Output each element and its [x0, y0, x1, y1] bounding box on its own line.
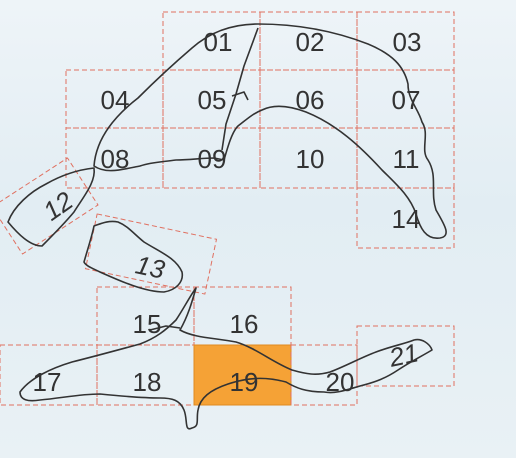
tile-label-01: 01: [204, 27, 233, 57]
tile-18[interactable]: [96, 344, 195, 406]
tile-label-20: 20: [326, 367, 355, 397]
tile-label-09: 09: [198, 144, 227, 174]
tile-label-16: 16: [230, 309, 259, 339]
tile-10[interactable]: [259, 127, 358, 189]
tile-19-selected[interactable]: [193, 344, 292, 406]
tile-label-14: 14: [392, 204, 421, 234]
tile-label-18: 18: [133, 367, 162, 397]
tile-label-06: 06: [296, 85, 325, 115]
coastlines: [7, 23, 447, 430]
tile-label-05: 05: [198, 85, 227, 115]
tile-label-17: 17: [33, 367, 62, 397]
coastline-channel-15: [149, 325, 181, 331]
tile-11[interactable]: [356, 127, 455, 189]
tile-14[interactable]: [356, 187, 455, 249]
tile-label-21: 21: [386, 337, 422, 373]
coastline-main-island: [93, 23, 447, 239]
tile-label-10: 10: [296, 144, 325, 174]
tile-13[interactable]: [84, 213, 218, 295]
tile-label-04: 04: [101, 85, 130, 115]
tile-21[interactable]: [356, 325, 455, 387]
tile-label-13: 13: [133, 249, 168, 284]
tile-label-02: 02: [296, 27, 325, 57]
tile-17[interactable]: [0, 344, 98, 406]
tile-12[interactable]: [0, 157, 99, 255]
coastline-island-13: [83, 220, 184, 293]
tile-label-11: 11: [393, 144, 420, 174]
tile-labels: 01 02 03 04 05 06 07 08 09 10 11 12 13 1…: [33, 27, 422, 397]
tile-label-15: 15: [133, 309, 162, 339]
coastline-south-island: [19, 287, 433, 430]
coastline-island-12: [7, 167, 95, 247]
tile-label-03: 03: [393, 27, 422, 57]
tile-08[interactable]: [65, 127, 164, 189]
coastline-spur-05: [231, 91, 249, 101]
tile-label-19: 19: [230, 367, 259, 397]
tile-label-08: 08: [101, 144, 130, 174]
tile-label-12: 12: [38, 185, 79, 226]
tile-label-07: 07: [392, 85, 421, 115]
tile-09[interactable]: [162, 127, 261, 189]
